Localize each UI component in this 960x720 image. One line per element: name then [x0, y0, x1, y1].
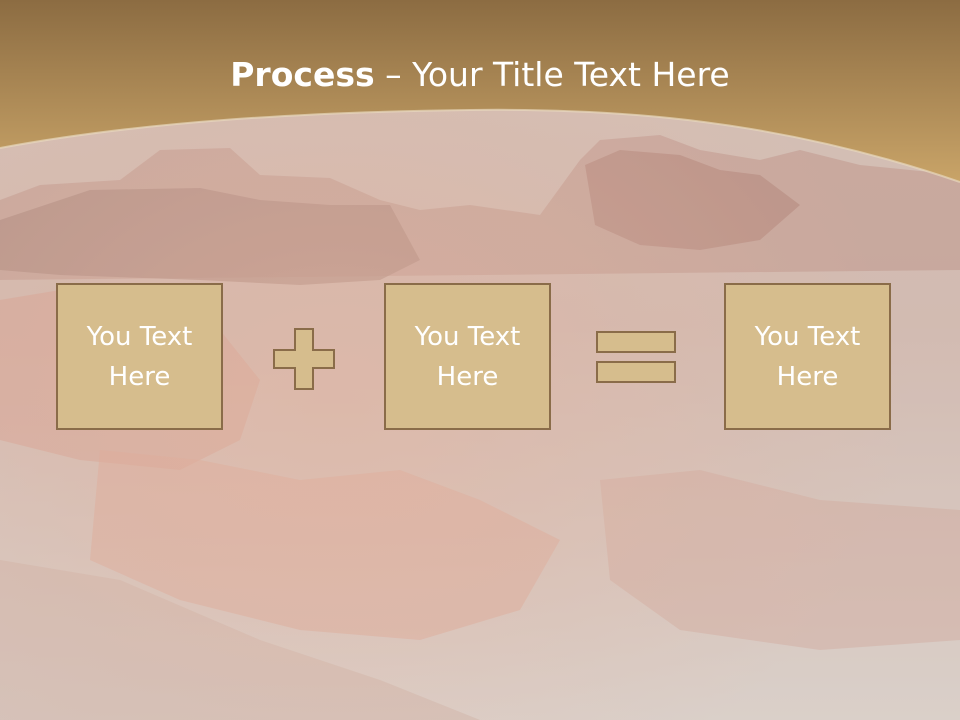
equals-icon — [596, 331, 676, 383]
plus-icon — [273, 328, 335, 390]
text-box-1-line2: Here — [108, 361, 171, 392]
text-box-2-line1: You Text — [414, 321, 521, 352]
text-box-2-line2: Here — [436, 361, 499, 392]
text-box-3-line2: Here — [776, 361, 839, 392]
text-box-3-line1: You Text — [754, 321, 861, 352]
title-bold-text: Process — [230, 55, 375, 94]
title-rest-text: – Your Title Text Here — [374, 55, 730, 94]
text-box-1-line1: You Text — [86, 321, 193, 352]
slide-title: Process – Your Title Text Here — [0, 52, 960, 98]
